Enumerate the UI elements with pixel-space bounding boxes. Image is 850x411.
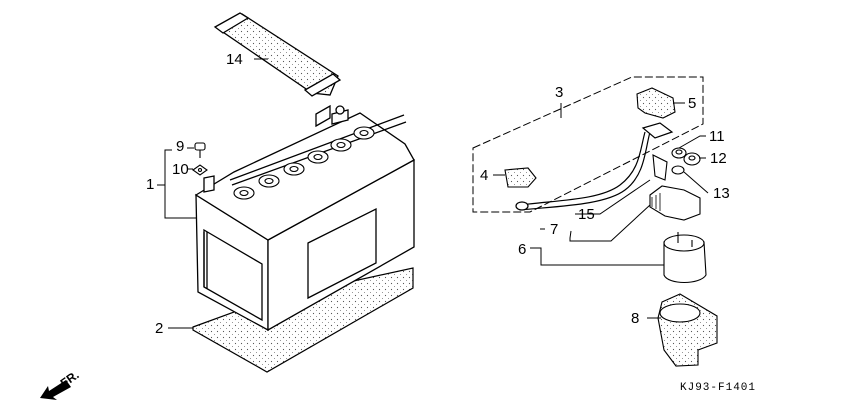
callout-4: 4 — [480, 167, 489, 184]
battery-strap-part[interactable] — [213, 12, 342, 97]
callout-6: 6 — [518, 241, 527, 258]
callout-10: 10 — [172, 161, 189, 178]
callout-14: 14 — [226, 51, 243, 68]
leader-lines — [157, 58, 709, 329]
fuse-part[interactable] — [652, 154, 668, 181]
nut-12-part[interactable] — [683, 152, 701, 166]
cable-group-outline — [472, 76, 704, 213]
callout-13: 13 — [713, 185, 730, 202]
nut-plate-part[interactable] — [192, 164, 208, 176]
callout-12: 12 — [710, 150, 727, 167]
callout-9: 9 — [176, 138, 185, 155]
terminal-cover-part[interactable] — [504, 167, 537, 188]
figure-code: KJ93-F1401 — [680, 382, 757, 394]
cable-part[interactable] — [515, 122, 674, 211]
fuse-holder-part[interactable] — [649, 185, 701, 221]
callout-15: 15 — [578, 206, 595, 223]
callout-8: 8 — [631, 310, 640, 327]
relay-cover-part[interactable] — [657, 293, 718, 367]
nut-11-part[interactable] — [671, 147, 687, 159]
callout-3: 3 — [555, 84, 564, 101]
battery-part[interactable] — [194, 104, 415, 332]
bolt-part[interactable] — [194, 142, 206, 158]
callout-5: 5 — [688, 95, 697, 112]
callout-2: 2 — [155, 320, 164, 337]
terminal-cap-part[interactable] — [636, 87, 676, 119]
callout-7: 7 — [550, 221, 559, 238]
callout-11: 11 — [709, 128, 725, 145]
starter-relay-part[interactable] — [663, 232, 707, 284]
callout-1: 1 — [146, 176, 155, 193]
washer-13-part[interactable] — [671, 165, 685, 175]
front-direction-arrow-icon — [40, 380, 71, 400]
